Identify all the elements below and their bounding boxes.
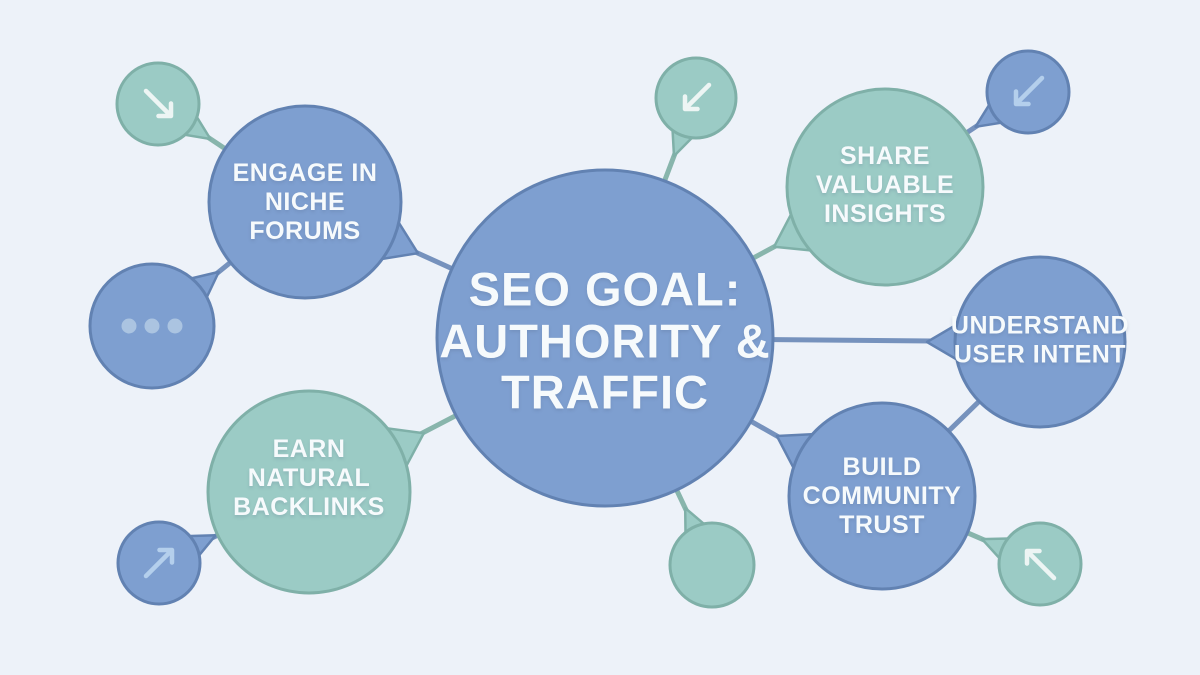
ellipsis-dot — [144, 318, 160, 334]
arrow-down-right-icon — [143, 88, 174, 119]
node-circles — [88, 49, 1127, 609]
ellipsis-dot — [167, 318, 183, 334]
understand-node-label: UNDERSTAND USER INTENT — [950, 311, 1130, 368]
build-node-circle — [787, 401, 977, 591]
arrow-up-left-icon — [1024, 548, 1057, 581]
ellipsis-dot — [121, 318, 137, 334]
arrow-down-left-icon — [1013, 75, 1045, 107]
center-node-circle — [435, 168, 775, 508]
share-node-circle — [785, 87, 985, 287]
engage-node-label: ENGAGE IN NICHE FORUMS — [232, 158, 378, 245]
bottommiddle-bubble-circle — [668, 521, 756, 609]
ellipsis-icon — [121, 318, 183, 334]
engage-node-circle — [207, 104, 403, 300]
arrow-up-right-icon — [143, 547, 175, 579]
arrow-down-left-icon — [682, 82, 712, 112]
center-node-label: SEO GOAL: AUTHORITY & TRAFFIC — [439, 262, 771, 419]
share-node-label: SHARE VALUABLE INSIGHTS — [815, 141, 955, 228]
earn-node-circle — [206, 389, 412, 595]
understand-node-circle — [953, 255, 1127, 429]
build-node-label: BUILD COMMUNITY TRUST — [802, 452, 962, 539]
earn-node-label: EARN NATURAL BACKLINKS — [233, 434, 385, 521]
